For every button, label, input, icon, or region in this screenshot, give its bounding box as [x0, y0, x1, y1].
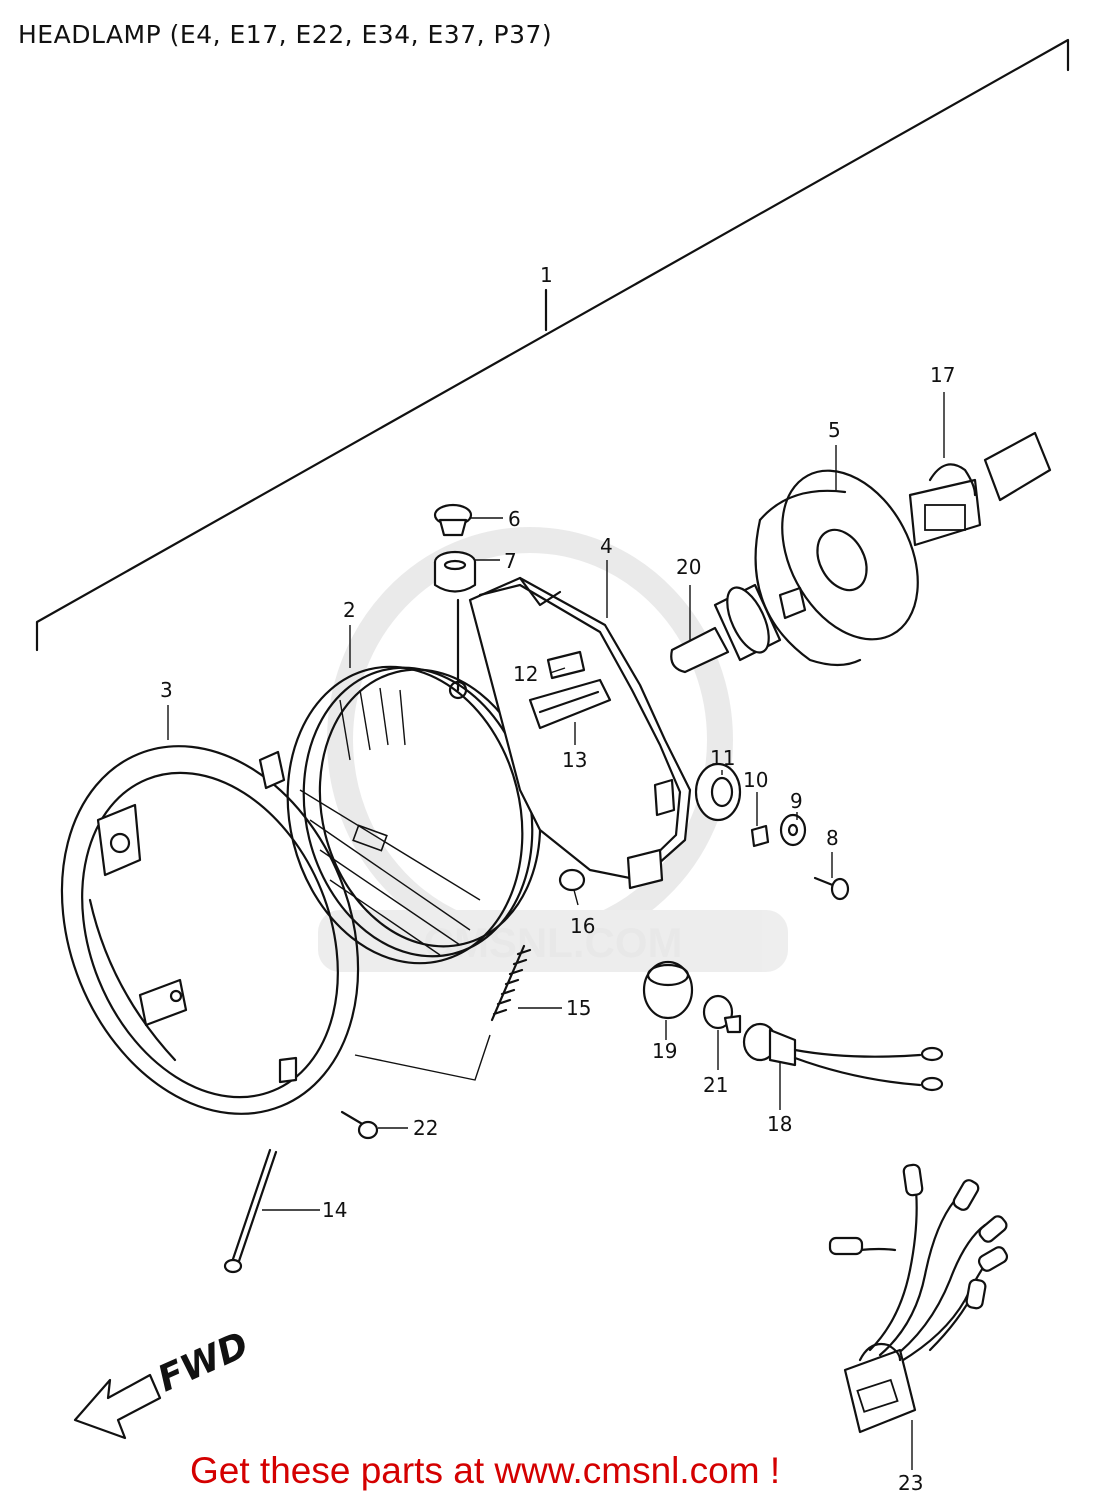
callout-16: 16: [570, 914, 595, 938]
callout-3: 3: [160, 678, 173, 702]
position-bulb-part: [702, 994, 742, 1034]
screw-part: [813, 876, 850, 901]
rim-part: [60, 745, 360, 1115]
callout-9: 9: [790, 789, 803, 813]
rim-screw-part: [340, 1110, 379, 1140]
callout-6: 6: [508, 507, 521, 531]
callout-21: 21: [703, 1073, 728, 1097]
callout-7: 7: [504, 549, 517, 573]
page-title: HEADLAMP (E4, E17, E22, E34, E37, P37): [18, 20, 553, 49]
callout-13: 13: [562, 748, 587, 772]
callout-4: 4: [600, 534, 613, 558]
callout-17: 17: [930, 363, 955, 387]
spring-part: [490, 944, 532, 1022]
fwd-label: FWD: [152, 1324, 255, 1400]
spacer-part: [750, 824, 770, 848]
callout-18: 18: [767, 1112, 792, 1136]
cap-part: [433, 503, 473, 537]
nut-part: [558, 868, 586, 892]
callout-11: 11: [710, 746, 735, 770]
assembly-bracket: [35, 38, 1070, 652]
callout-10: 10: [743, 768, 768, 792]
callout-numbers: 1 2 3 4 5 6 7 8 9 10 11 12 13 14 15 16 1…: [160, 263, 955, 1495]
footer-promo-text: Get these parts at www.cmsnl.com !: [190, 1450, 781, 1491]
callout-14: 14: [322, 1198, 347, 1222]
callout-2: 2: [343, 598, 356, 622]
callout-8: 8: [826, 826, 839, 850]
grommet-part: [694, 762, 742, 822]
socket-part: [908, 431, 1052, 547]
leader-lines: [167, 392, 945, 1470]
cushion-part: [433, 550, 477, 593]
position-socket-part: [742, 1022, 944, 1092]
callout-19: 19: [652, 1039, 677, 1063]
socket-cover-part: [754, 469, 919, 667]
callout-12: 12: [513, 662, 538, 686]
callout-15: 15: [566, 996, 591, 1020]
forward-arrow: FWD: [73, 1324, 255, 1440]
callout-5: 5: [828, 418, 841, 442]
bulb-part: [670, 583, 807, 674]
callout-23: 23: [898, 1471, 923, 1495]
adjusting-screw-part: [223, 1148, 278, 1274]
callout-1: 1: [540, 263, 553, 287]
position-grommet-part: [642, 960, 694, 1020]
housing-part: [448, 576, 692, 890]
washer-part: [779, 813, 807, 847]
watermark-text: CMSNL.COM: [424, 919, 683, 966]
callout-22: 22: [413, 1116, 438, 1140]
wiring-harness-part: [828, 1163, 1009, 1434]
callout-20: 20: [676, 555, 701, 579]
spring-connector-line: [354, 1034, 491, 1081]
